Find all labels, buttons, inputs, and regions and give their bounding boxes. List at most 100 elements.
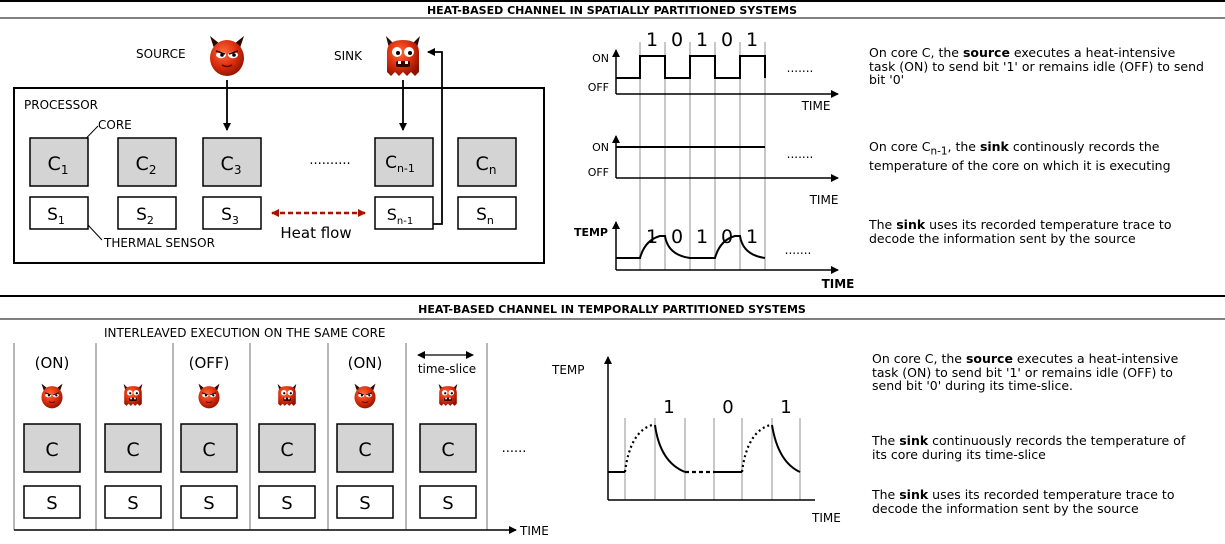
top-desc-1: On core C, the source executes a heat-in… [869,45,1204,87]
t3-bit-3: 1 [696,226,708,248]
t3-time-label: TIME [822,277,855,291]
svg-text:C2: C2 [136,153,157,177]
timeline-guides [639,42,766,270]
t3-temp-label: TEMP [574,226,608,239]
top-section-title: HEAT-BASED CHANNEL IN SPATIALLY PARTITIO… [427,4,797,17]
core-label: CORE [98,118,132,132]
sensor-pointer [87,224,103,241]
slot-2-sensor-label: S [127,493,138,514]
sensor-Sn-1: Sn-1 [374,196,434,230]
heat-flow-label: Heat flow [280,224,351,242]
t1-bit-3: 1 [696,29,708,51]
svg-text:C1: C1 [48,153,69,177]
core-C1: C1 [29,137,89,187]
t2-on-label: ON [592,141,609,154]
sink-devil-icon [386,36,420,76]
t1-on-label: ON [592,52,609,65]
t2-off-label: OFF [588,166,609,179]
t1-bit-1: 1 [646,29,658,51]
bottom-bit-2: 0 [722,397,733,418]
slot-2-core-label: C [126,439,139,461]
t2-dots: ....... [787,147,814,161]
slot-3-core-label: C [202,439,215,461]
slot-1-sensor-label: S [46,493,57,514]
t1-time-label: TIME [801,99,831,113]
bottom-trace-rise-2 [740,423,771,473]
slot-1-source-icon [40,383,64,409]
bottom-bit-3: 1 [780,397,791,418]
slots-ellipsis: ...... [502,441,527,456]
bottom-section-title: HEAT-BASED CHANNEL IN TEMPORALLY PARTITI… [418,303,806,316]
sensor-S1: S1 [29,196,89,230]
source-label: SOURCE [136,47,186,61]
slot-4-core-label: C [280,439,293,461]
bottom-subtitle: INTERLEAVED EXECUTION ON THE SAME CORE [104,326,386,340]
time-slice-label: time-slice [418,362,476,376]
processor-box [13,87,545,264]
svg-text:Cn-1: Cn-1 [385,153,415,175]
svg-text:Sn-1: Sn-1 [387,205,413,227]
slot-cores [23,423,477,473]
t1-bit-4: 0 [721,29,733,51]
slot-6-core-label: C [441,439,454,461]
top-desc-3: The sink uses its recorded temperature t… [869,217,1172,246]
core-Cn: Cn [457,137,517,187]
t1-off-label: OFF [588,81,609,94]
core-C2: C2 [117,137,177,187]
sensor-S2: S2 [117,196,177,230]
slot-6-sensor-label: S [442,493,453,514]
source-devil-icon [209,35,245,77]
bottom-trace-fall-1 [654,424,686,473]
svg-text:Cn: Cn [476,153,497,177]
slot-dividers [13,343,488,530]
slot-3-state: (OFF) [189,354,230,372]
sensor-to-sink-arrow [427,48,443,225]
t1-bit-5: 1 [746,29,758,51]
sensor-S3: S3 [202,196,262,230]
t3-bit-2: 0 [671,226,683,248]
thermal-sensor-label: THERMAL SENSOR [103,236,215,250]
slot-6-sink-icon [438,383,458,406]
bottom-trace-rise-1 [623,423,653,473]
slot-5-state: (ON) [348,354,383,372]
slot-sensors [23,485,477,519]
bottom-temp-label: TEMP [551,363,585,377]
t3-bit-5: 1 [746,226,758,248]
slot-5-source-icon [353,383,377,409]
slot-5-sensor-label: S [359,493,370,514]
bottom-bit-1: 1 [663,397,674,418]
svg-text:S1: S1 [47,205,65,227]
svg-text:S3: S3 [221,205,239,227]
bottom-desc-2: The sink continuously records the temper… [872,433,1186,462]
slot-4-sink-icon [277,383,297,406]
top-desc-2: On core Cn-1, the sink continously recor… [869,139,1171,173]
t1-bit-2: 0 [671,29,683,51]
core-Cn-1: Cn-1 [374,137,434,187]
svg-text:C3: C3 [221,153,242,177]
slot-1-state: (ON) [35,354,70,372]
bottom-desc-3: The sink uses its recorded temperature t… [872,487,1175,516]
t2-time-label: TIME [809,193,839,207]
t3-temp-trace [616,235,766,259]
bottom-trace-fall-2 [771,424,801,473]
sensor-Sn: Sn [457,196,517,230]
svg-text:Sn: Sn [476,205,494,227]
sink-label: SINK [334,49,363,63]
core-C3: C3 [202,137,262,187]
t1-dots: ....... [787,61,814,75]
slot-1-core-label: C [45,439,58,461]
svg-text:S2: S2 [136,205,154,227]
slot-2-sink-icon [123,383,143,406]
slot-5-core-label: C [358,439,371,461]
t1-signal [616,55,766,79]
slot-3-source-icon [197,383,221,409]
bottom-plot-time-label: TIME [811,511,841,525]
t3-dots: ....... [785,243,812,257]
bottom-time-label: TIME [519,524,549,538]
bottom-plot-guides [624,418,801,500]
cores-ellipsis: .......... [309,153,350,168]
bottom-desc-1: On core C, the source executes a heat-in… [872,351,1179,393]
processor-label: PROCESSOR [24,98,98,112]
slot-4-sensor-label: S [281,493,292,514]
